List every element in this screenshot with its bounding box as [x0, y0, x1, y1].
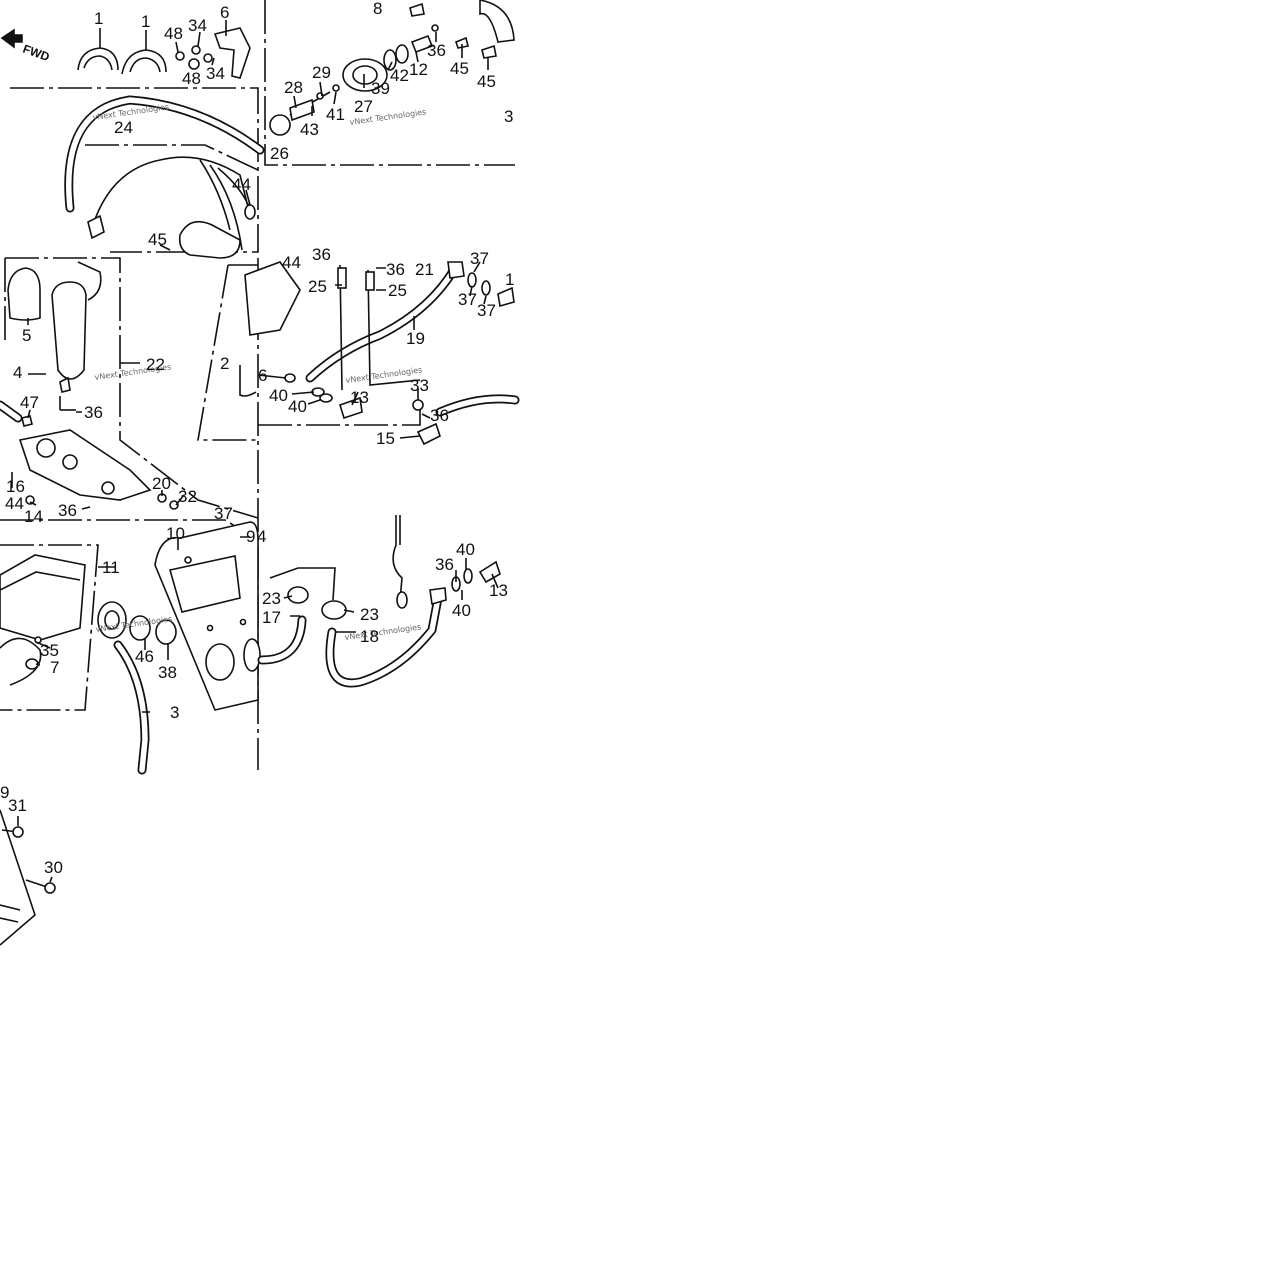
part-label: 36	[84, 403, 103, 422]
part-label: 37	[470, 249, 489, 268]
gauge-cable	[97, 601, 177, 775]
part-label: 28	[284, 78, 303, 97]
part-label: 34	[188, 16, 207, 35]
part-label: 1	[94, 9, 103, 28]
watermark-text: vNext Technologies	[344, 622, 422, 642]
part-label: 18	[360, 627, 379, 646]
part-label: 34	[206, 64, 225, 83]
part-label: 37	[458, 290, 477, 309]
junction-body	[0, 400, 179, 510]
part-label: 48	[182, 69, 201, 88]
bolt-fragment	[0, 809, 56, 946]
part-label: 10	[166, 524, 185, 543]
part-label: 36	[386, 260, 405, 279]
part-label: 40	[452, 601, 471, 620]
part-label: 2	[220, 354, 229, 373]
relay-assembly	[7, 261, 140, 427]
part-label: 46	[135, 647, 154, 666]
arrow-forward-icon	[0, 28, 23, 49]
part-label: 16	[6, 477, 25, 496]
part-label: 25	[388, 281, 407, 300]
part-label: 24	[114, 118, 133, 137]
part-label: 4	[13, 363, 22, 382]
part-label: 23	[262, 589, 281, 608]
leader-lines	[11, 20, 499, 883]
part-label: 48	[164, 24, 183, 43]
part-label: 45	[148, 230, 167, 249]
clamp-bands	[77, 27, 251, 79]
part-label: 37	[477, 301, 496, 320]
part-label: 15	[376, 429, 395, 448]
part-label: 45	[477, 72, 496, 91]
part-label: 36	[58, 501, 77, 520]
part-label: 12	[409, 60, 428, 79]
part-label: 23	[360, 605, 379, 624]
part-label: 26	[270, 144, 289, 163]
part-label: 43	[300, 120, 319, 139]
part-label: 20	[152, 474, 171, 493]
part-label: 22	[146, 355, 165, 374]
part-label: 36	[312, 245, 331, 264]
part-label: 4	[257, 527, 266, 546]
part-label: 31	[8, 796, 27, 815]
part-label: 14	[24, 507, 43, 526]
part-label: 44	[282, 253, 301, 272]
part-label: 37	[214, 504, 233, 523]
part-label: 17	[262, 608, 281, 627]
part-label: 36	[430, 406, 449, 425]
part-label: 39	[371, 79, 390, 98]
part-label: 8	[373, 0, 382, 18]
part-label: 13	[350, 388, 369, 407]
part-number-labels: 1 1 48 34 6 48 34 8 36 12 42 45 45 39 27…	[0, 0, 514, 877]
part-label: 45	[450, 59, 469, 78]
part-label: 41	[326, 105, 345, 124]
part-label: 44	[5, 494, 24, 513]
control-box	[0, 554, 115, 686]
part-label: 3	[504, 107, 513, 126]
part-label: 5	[22, 326, 31, 345]
part-label: 13	[489, 581, 508, 600]
part-label: 44	[232, 175, 251, 194]
part-label: 9	[0, 783, 9, 802]
part-label: 35	[40, 641, 59, 660]
part-label: 1	[141, 12, 150, 31]
part-label: 32	[178, 487, 197, 506]
part-label: 21	[415, 260, 434, 279]
part-label: 29	[312, 63, 331, 82]
part-label: 7	[50, 658, 59, 677]
part-label: 36	[427, 41, 446, 60]
part-label: 40	[456, 540, 475, 559]
part-label: 38	[158, 663, 177, 682]
part-label: 3	[170, 703, 179, 722]
part-label: 6	[220, 3, 229, 22]
lower-right-hoses	[257, 515, 501, 688]
part-label: 42	[390, 66, 409, 85]
fwd-label: FWD	[21, 42, 52, 65]
instrument-panel	[154, 521, 261, 711]
part-label: 25	[308, 277, 327, 296]
part-label: 9	[246, 527, 255, 546]
part-label: 40	[288, 397, 307, 416]
part-label: 19	[406, 329, 425, 348]
forward-direction-marker: FWD	[0, 28, 52, 65]
part-label: 33	[410, 376, 429, 395]
part-label: 40	[269, 386, 288, 405]
middle-hose-section	[239, 261, 520, 446]
part-label: 6	[258, 366, 267, 385]
top-right-assembly	[269, 0, 515, 136]
part-label: 47	[20, 393, 39, 412]
part-label: 27	[354, 97, 373, 116]
part-label: 1	[505, 270, 514, 289]
part-label: 11	[102, 558, 120, 577]
part-label: 36	[435, 555, 454, 574]
part-label: 30	[44, 858, 63, 877]
